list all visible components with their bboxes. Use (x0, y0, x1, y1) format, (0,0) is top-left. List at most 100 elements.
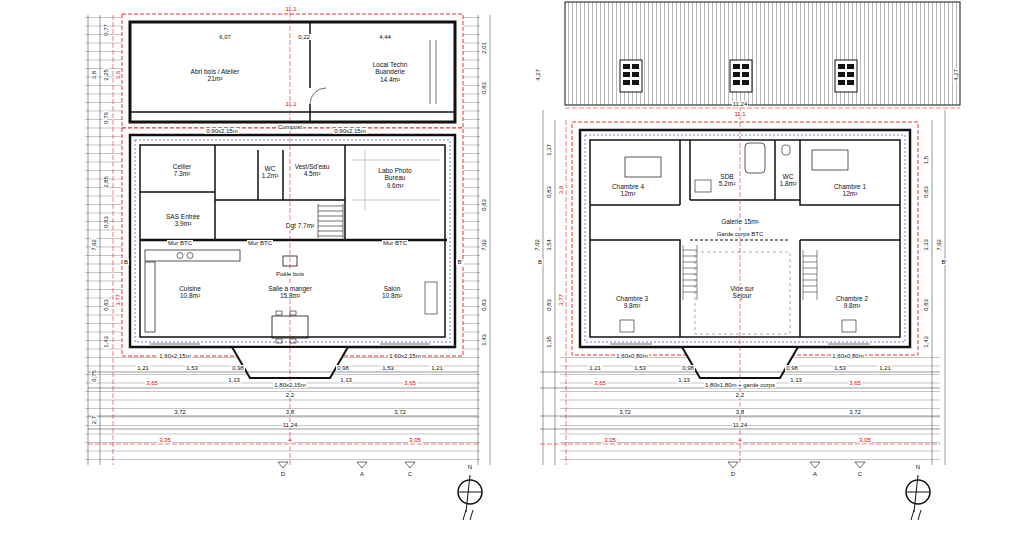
bed (812, 150, 848, 170)
opening (430, 40, 436, 104)
room-name: Cellier (173, 163, 191, 170)
room-name: Vide sur Séjour (722, 285, 762, 299)
bed (625, 157, 661, 177)
room-label: Labo Photo Bureau9.6m² (374, 167, 416, 188)
dimension-text: D (730, 471, 736, 477)
dimension-vertical: 0,83 (103, 215, 109, 229)
dimension-text: 11,1 (284, 101, 297, 107)
dimension-vertical: 7,92 (91, 238, 97, 252)
dimension-text: 1,13 (339, 377, 353, 383)
room-name: Cuisine (179, 285, 201, 292)
dimension-line (88, 15, 490, 465)
insulation (585, 135, 905, 342)
room-area: 10.8m² (382, 292, 402, 299)
dimension-text: 1,80x1,80m + garde corps (704, 382, 776, 388)
dimension-text: 3,8 (285, 409, 295, 415)
dimension-vertical: 0,83 (481, 81, 487, 95)
dimension-vertical: 2,7 (91, 415, 97, 425)
dimension-vertical: 7,92 (534, 238, 540, 252)
room-name: Local Techn Buanderie (368, 61, 412, 75)
dimension-text: 1,21 (878, 365, 892, 371)
dimension-text: 11,24 (732, 101, 749, 107)
room-label: Chambre 39.8m² (615, 295, 649, 309)
dimension-text: N (467, 464, 473, 470)
dimension-vertical: 4,27 (535, 68, 541, 82)
room-area: 9.8m² (836, 302, 868, 309)
sink (177, 253, 183, 259)
partition (590, 140, 900, 337)
room-label: Chambre 412m² (611, 183, 645, 197)
dimension-text: 1,60x0,80m (615, 353, 648, 359)
dimension-text: 0,22 (297, 34, 311, 40)
dimension-vertical: 0,83 (546, 185, 552, 199)
north-arrow (906, 475, 930, 520)
dimension-vertical: 0,77 (103, 23, 109, 37)
dimension-text: 4 (737, 437, 742, 443)
dimension-vertical: 0,83 (481, 298, 487, 312)
room-area: 21m² (191, 75, 240, 82)
dimension-text: B (123, 259, 129, 265)
room-area: 12m² (612, 190, 644, 197)
dimension-vertical: 1,43 (923, 335, 929, 349)
room-area: 5.2m² (719, 180, 736, 187)
dimension-text: Mur BTC (167, 240, 193, 246)
desk (620, 320, 634, 332)
room-name: WC (262, 165, 279, 172)
room-label: Cuisine10.8m² (178, 285, 202, 299)
room-name: Vest/Sd'eau (295, 163, 330, 170)
room-name: Salle à manger (268, 285, 312, 292)
dimension-vertical: 7,92 (936, 238, 942, 252)
sink (187, 253, 193, 259)
room-area: 9.8m² (616, 302, 648, 309)
room-area: 9.6m² (375, 182, 415, 189)
dimension-text: 3,05 (408, 437, 422, 443)
room-label: WC1.8m² (779, 173, 798, 187)
room-label: WC1.2m² (261, 165, 280, 179)
dimension-text: 1,21 (588, 365, 602, 371)
dimension-text: A (359, 471, 365, 477)
dimension-text: 1,53 (381, 365, 395, 371)
dimension-text: B' (940, 259, 947, 265)
dimension-vertical: 4,27 (953, 68, 959, 82)
dimension-text: 1,13 (789, 377, 803, 383)
dimension-text: 1,53 (633, 365, 647, 371)
dimension-text: A (812, 471, 818, 477)
room-name: Chambre 2 (836, 295, 868, 302)
stair (683, 245, 697, 300)
dimension-text: 3,05 (858, 437, 872, 443)
dimension-vertical: 1,35 (546, 335, 552, 349)
room-area: 1.2m² (262, 172, 279, 179)
dimension-text: 1,60x2,15m (158, 353, 191, 359)
dimension-text: 3,65 (145, 380, 159, 386)
dimension-text: 1,21 (136, 365, 150, 371)
room-label: Chambre 112m² (833, 183, 867, 197)
room-label: Salle à manger15.8m² (267, 285, 313, 299)
dimension-text: Mur BTC (382, 240, 408, 246)
dimension-vertical: 2,85 (103, 175, 109, 189)
dimension-text: 2,2 (735, 392, 745, 398)
kitchen-counter (145, 250, 240, 261)
dimension-text: 0,98 (336, 365, 350, 371)
room-area: 4.5m² (295, 170, 330, 177)
dimension-text: C (407, 471, 413, 477)
dimension-vertical: 2,01 (481, 41, 487, 55)
door-swing (310, 88, 326, 104)
room-area: 10.8m² (179, 292, 201, 299)
dimension-text: 11,1 (733, 111, 746, 117)
axis-line (540, 108, 960, 465)
room-area: 12m² (834, 190, 866, 197)
dimension-text: N (915, 464, 921, 470)
room-name: Chambre 4 (612, 183, 644, 190)
room-area: 1.8m² (780, 180, 797, 187)
room-label: SDB5.2m² (718, 173, 737, 187)
dimension-vertical: 0,75 (91, 369, 97, 383)
dimension-text: 3,72 (848, 409, 862, 415)
axis-outline (122, 14, 463, 128)
dimension-text: 11,24 (732, 422, 749, 428)
room-area: 14.4m² (368, 76, 412, 83)
dimension-text: Garde corps BTC (716, 231, 765, 237)
dimension-vertical: 3,54 (546, 238, 552, 252)
dimension-vertical: 7,92 (481, 238, 487, 252)
